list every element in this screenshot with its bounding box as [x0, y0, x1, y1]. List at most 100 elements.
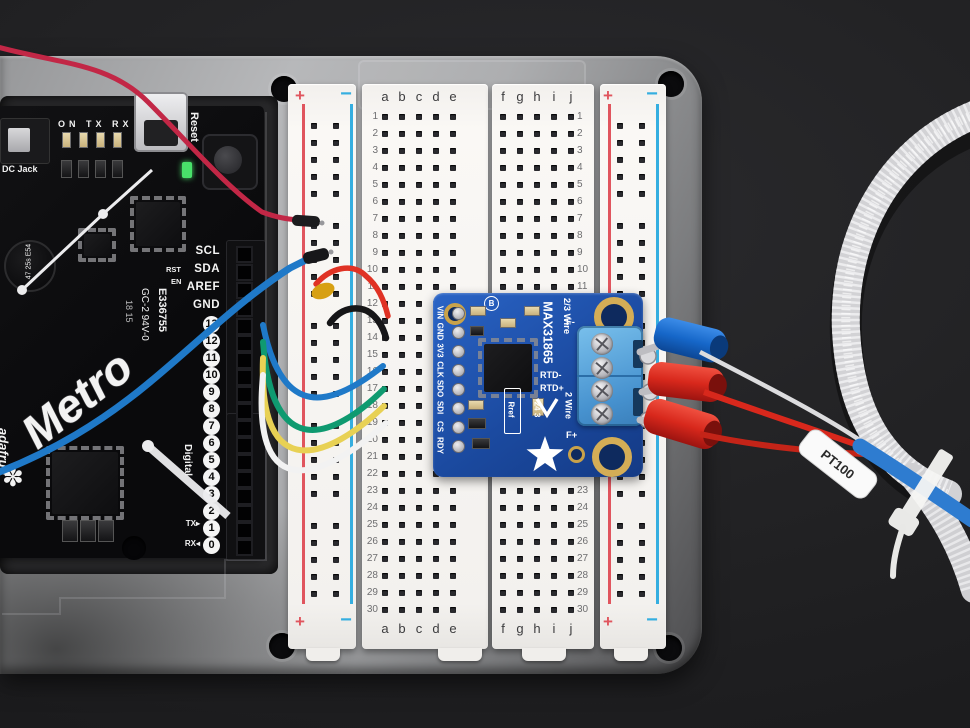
- breadboard-rail-hole: [311, 457, 317, 463]
- breadboard-hole: [568, 505, 574, 511]
- metro-pin-label-sda: SDA: [194, 263, 220, 275]
- row-number: 29: [577, 587, 589, 598]
- breadboard-rail-hole: [333, 357, 339, 363]
- breadboard-rail-hole: [311, 123, 317, 129]
- breadboard-hole: [517, 199, 523, 205]
- breadboard-rail-hole: [333, 291, 339, 297]
- crimp-connector-blue: [653, 317, 729, 363]
- component: [62, 520, 78, 542]
- metro-pin-label-scl: SCL: [195, 245, 220, 257]
- header-socket: [236, 436, 253, 454]
- breadboard-hole: [551, 539, 557, 545]
- breadboard-hole: [534, 556, 540, 562]
- breadboard-rail-hole: [333, 240, 339, 246]
- row-number: 24: [366, 502, 378, 513]
- sensor-pin-pad: [452, 306, 465, 320]
- breadboard-hole: [551, 148, 557, 154]
- sensor-pin-pad: [452, 439, 465, 453]
- breadboard-hole: [551, 216, 557, 222]
- reset-button-cap: [214, 146, 242, 174]
- rail-blue-line: [656, 104, 659, 604]
- metro-pin-label-6: 6: [203, 434, 220, 452]
- breadboard-hole: [416, 522, 422, 528]
- breadboard-tab: [438, 648, 482, 661]
- breadboard-hole: [450, 607, 456, 613]
- breadboard-hole: [382, 216, 388, 222]
- row-number: 7: [577, 213, 583, 224]
- header-socket: [236, 317, 253, 335]
- breadboard-hole: [500, 573, 506, 579]
- breadboard-hole: [399, 522, 405, 528]
- sensor-pin-pad: [452, 363, 465, 377]
- row-number: 21: [366, 451, 378, 462]
- column-letter: g: [516, 89, 524, 104]
- breadboard-rail-hole: [639, 523, 645, 529]
- breadboard-rail-hole: [617, 540, 623, 546]
- breadboard-hole: [433, 199, 439, 205]
- breadboard-hole: [500, 216, 506, 222]
- row-number: 1: [577, 111, 583, 122]
- breadboard-hole: [568, 114, 574, 120]
- breadboard-hole: [450, 488, 456, 494]
- breadboard-rail-hole: [333, 257, 339, 263]
- breadboard-hole: [416, 352, 422, 358]
- breadboard-rail-hole: [333, 591, 339, 597]
- breadboard-hole: [416, 301, 422, 307]
- breadboard-hole: [433, 216, 439, 222]
- breadboard-hole: [433, 114, 439, 120]
- breadboard-hole: [399, 301, 405, 307]
- rail-minus-label: −: [646, 83, 658, 105]
- breadboard-hole: [450, 114, 456, 120]
- breadboard-rail-hole: [333, 323, 339, 329]
- breadboard-hole: [534, 182, 540, 188]
- breadboard-hole: [433, 522, 439, 528]
- breadboard-rail-hole: [617, 257, 623, 263]
- breadboard-hole: [551, 131, 557, 137]
- header-socket: [236, 334, 253, 352]
- row-number: 10: [366, 264, 378, 275]
- row-number: 14: [366, 332, 378, 343]
- breadboard-rail-hole: [311, 523, 317, 529]
- breadboard-rail-hole: [639, 123, 645, 129]
- f-minus-label: F-: [566, 317, 575, 328]
- smd: [468, 400, 484, 410]
- reset-label: Reset: [188, 112, 200, 142]
- smd: [472, 438, 490, 449]
- header-socket: [236, 521, 253, 539]
- breadboard-hole: [399, 233, 405, 239]
- row-number: 26: [577, 536, 589, 547]
- breadboard-rail-hole: [311, 340, 317, 346]
- breadboard-tab: [614, 648, 648, 661]
- breadboard-rail-hole: [311, 157, 317, 163]
- breadboard-hole: [399, 420, 405, 426]
- breadboard-hole: [568, 216, 574, 222]
- breadboard-hole: [416, 148, 422, 154]
- metro-pin-label-1: 1: [203, 519, 220, 537]
- breadboard-rail-hole: [311, 374, 317, 380]
- breadboard-rail-hole: [333, 191, 339, 197]
- rtd-minus-label: RTD-: [540, 370, 562, 380]
- wire-tip: [328, 249, 334, 255]
- breadboard-hole: [416, 573, 422, 579]
- sensor-pin-pad: [452, 344, 465, 358]
- breadboard-hole: [382, 352, 388, 358]
- breadboard-rail-hole: [333, 523, 339, 529]
- silkscreen-traces: [17, 168, 231, 520]
- component: [98, 520, 114, 542]
- breadboard-hole: [517, 165, 523, 171]
- row-number: 17: [366, 383, 378, 394]
- row-number: 25: [577, 519, 589, 530]
- sensor-pin-pad: [452, 420, 465, 434]
- column-letter: h: [533, 89, 541, 104]
- breadboard-rail-hole: [333, 123, 339, 129]
- row-number: 24: [577, 502, 589, 513]
- tx-label: TX▸: [185, 519, 200, 528]
- adafruit-brand-text: adafruit: [0, 428, 11, 476]
- row-number: 28: [366, 570, 378, 581]
- rail-minus-label: −: [646, 609, 658, 631]
- column-letter: i: [552, 621, 556, 636]
- breadboard-hole: [568, 590, 574, 596]
- breadboard-hole: [551, 607, 557, 613]
- breadboard-rail-hole: [617, 157, 623, 163]
